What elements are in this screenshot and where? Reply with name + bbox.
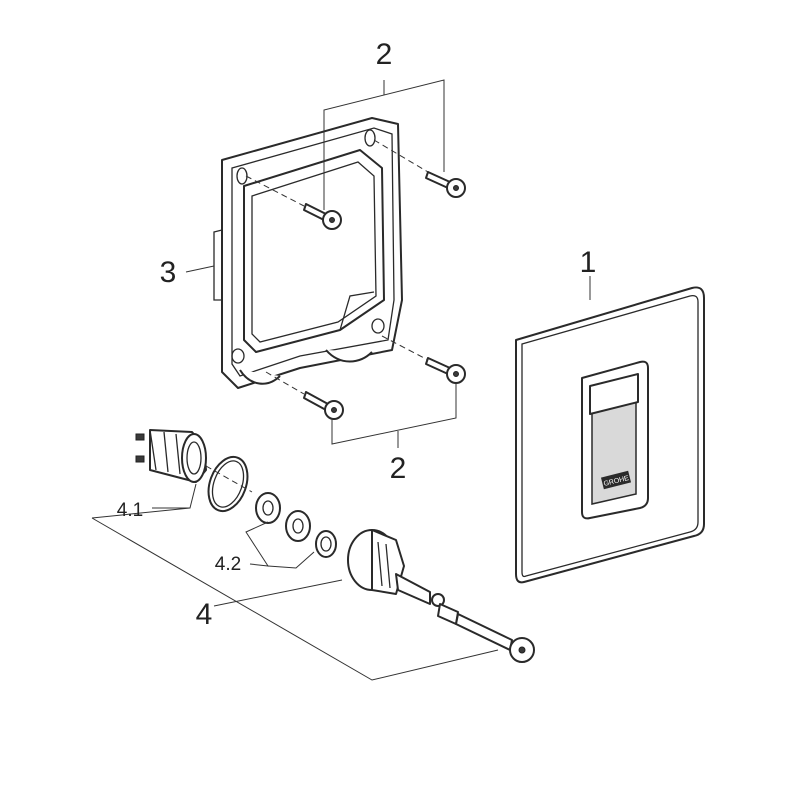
callout-3: 3 (160, 256, 177, 289)
mounting-frame (213, 117, 403, 389)
alignment-line (381, 335, 429, 361)
callout-4: 4 (196, 598, 213, 631)
valve-stem (437, 603, 535, 663)
alignment-line (245, 175, 305, 207)
screw-bottom-left (303, 391, 344, 420)
alignment-line (205, 465, 253, 493)
washer-1 (255, 492, 281, 524)
callout-1: 1 (580, 246, 597, 279)
cover-plate: GROHE (515, 286, 705, 584)
washer-2 (285, 510, 311, 542)
leader-4 (91, 517, 499, 681)
o-ring (207, 455, 249, 513)
screw-top-left (303, 203, 342, 230)
threaded-cap (135, 429, 207, 483)
leader-4-1 (152, 483, 197, 509)
callout-4-1: 4.1 (117, 500, 143, 521)
leader-4-2 (245, 521, 269, 567)
screw-top-right (425, 171, 466, 198)
leader-4 (213, 579, 343, 607)
alignment-line (265, 371, 305, 395)
callout-2-bottom: 2 (390, 452, 407, 485)
callout-2-top: 2 (376, 38, 393, 71)
valve-body (347, 529, 445, 607)
leader-4 (91, 507, 191, 519)
leader-4-2 (267, 551, 315, 569)
callout-4-2: 4.2 (215, 554, 241, 575)
alignment-line (373, 139, 429, 173)
screw-bottom-right (425, 357, 466, 384)
leader-screws-bottom (331, 384, 457, 445)
washer-3 (315, 530, 337, 558)
leader-frame (185, 265, 215, 273)
